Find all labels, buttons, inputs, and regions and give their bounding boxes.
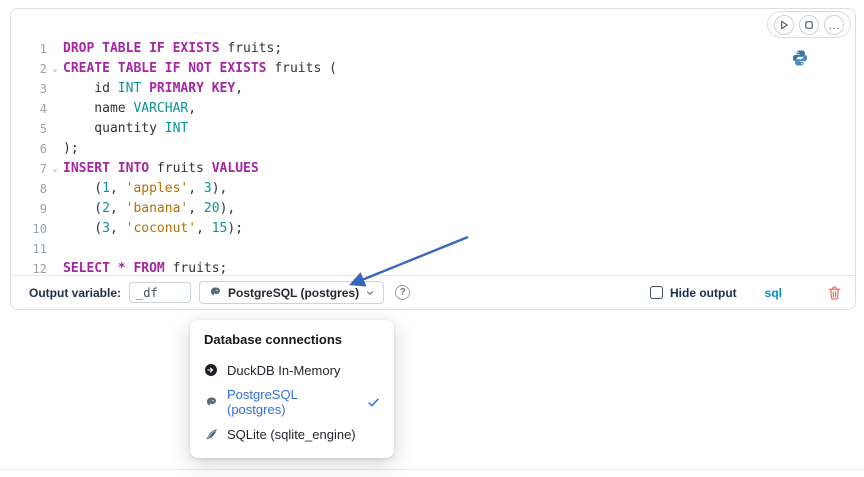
fold-spacer	[47, 219, 63, 239]
fold-spacer	[47, 99, 63, 119]
line-number: 9	[39, 202, 47, 216]
code-text: );	[63, 141, 79, 156]
more-options-button[interactable]: …	[824, 14, 844, 35]
code-text: CREATE TABLE IF NOT EXISTS fruits (	[63, 61, 337, 76]
code-line: 12 SELECT * FROM fruits;	[11, 259, 855, 275]
line-number: 3	[39, 82, 47, 96]
menu-title: Database connections	[204, 332, 342, 347]
code-text: id INT PRIMARY KEY,	[63, 81, 244, 96]
stop-button[interactable]	[799, 14, 819, 35]
python-logo-icon	[792, 50, 808, 66]
fold-spacer	[47, 139, 63, 159]
footer-right-group: Hide output sql	[650, 286, 841, 300]
chevron-down-icon	[367, 290, 374, 295]
duckdb-icon	[205, 364, 217, 376]
code-line: 1 DROP TABLE IF EXISTS fruits;	[11, 39, 855, 59]
cell-actions-toolbar: …	[767, 11, 851, 38]
code-line: 10 (3, 'coconut', 15);	[11, 219, 855, 239]
code-text: name VARCHAR,	[63, 101, 197, 116]
line-number: 10	[32, 222, 47, 236]
fold-spacer	[47, 39, 63, 59]
code-line: 4 name VARCHAR,	[11, 99, 855, 119]
code-line: 7 ⌄ INSERT INTO fruits VALUES	[11, 159, 855, 179]
connection-value: PostgreSQL (postgres)	[228, 285, 360, 300]
code-lines: 1 DROP TABLE IF EXISTS fruits; 2 ⌄ CREATE TA…	[11, 39, 855, 275]
code-line: 11	[11, 239, 855, 259]
code-editor[interactable]: 1 DROP TABLE IF EXISTS fruits; 2 ⌄ CREATE TA…	[11, 39, 855, 275]
code-line: 6);	[11, 139, 855, 159]
trash-icon	[828, 286, 841, 300]
database-connection-select[interactable]: PostgreSQL (postgres)	[199, 281, 385, 304]
ellipsis-icon: …	[828, 17, 840, 32]
code-text: SELECT * FROM fruits;	[63, 261, 228, 275]
code-text: INSERT INTO fruits VALUES	[63, 161, 259, 176]
postgres-icon	[206, 397, 216, 405]
language-label[interactable]: sql	[764, 285, 782, 300]
code-line: 9 (2, 'banana', 20),	[11, 199, 855, 219]
cell-footer: Output variable: PostgreSQL (postgres) ?…	[11, 275, 855, 309]
sql-code-cell: … 1 DROP TABLE IF EXISTS fruits; 2 ⌄ CREATE …	[10, 8, 856, 310]
menu-item-duckdb[interactable]: DuckDB In-Memory	[190, 354, 394, 386]
postgres-icon	[208, 286, 222, 299]
line-number: 6	[39, 142, 47, 156]
line-number: 11	[32, 242, 47, 256]
line-number: 2	[39, 62, 47, 76]
delete-cell-button[interactable]	[828, 286, 841, 300]
code-line: 8 (1, 'apples', 3),	[11, 179, 855, 199]
menu-item-label: PostgreSQL (postgres)	[227, 387, 298, 417]
fold-chevron-icon[interactable]: ⌄	[52, 64, 58, 74]
line-number: 5	[39, 122, 47, 136]
hide-output-checkbox[interactable]	[650, 286, 663, 299]
fold-spacer	[47, 199, 63, 219]
code-line: 5 quantity INT	[11, 119, 855, 139]
python-icon[interactable]	[791, 49, 809, 67]
fold-spacer	[47, 179, 63, 199]
play-icon	[781, 20, 788, 29]
sqlite-icon	[206, 428, 217, 439]
fold-spacer	[47, 79, 63, 99]
page-divider	[0, 469, 864, 470]
fold-chevron-icon[interactable]: ⌄	[52, 164, 58, 174]
line-number: 7	[39, 162, 47, 176]
code-text: quantity INT	[63, 121, 189, 136]
help-icon[interactable]: ?	[395, 285, 411, 300]
code-text: (2, 'banana', 20),	[63, 201, 236, 216]
output-variable-input[interactable]	[129, 282, 192, 303]
menu-item-postgresql[interactable]: PostgreSQL (postgres)	[190, 386, 394, 418]
code-text: (3, 'coconut', 15);	[63, 221, 244, 236]
line-number: 4	[39, 102, 47, 116]
menu-item-sqlite[interactable]: SQLite (sqlite_engine)	[190, 418, 394, 450]
code-text: (1, 'apples', 3),	[63, 181, 228, 196]
code-line: 2 ⌄ CREATE TABLE IF NOT EXISTS fruits (	[11, 59, 855, 79]
output-variable-label: Output variable:	[29, 285, 122, 300]
menu-item-label: SQLite (sqlite_engine)	[227, 426, 356, 442]
code-text: DROP TABLE IF EXISTS fruits;	[63, 41, 283, 56]
database-connections-menu: Database connections DuckDB In-Memory Po…	[190, 320, 394, 458]
code-line: 3 id INT PRIMARY KEY,	[11, 79, 855, 99]
database-connections-list: DuckDB In-Memory PostgreSQL (postgres) S…	[190, 354, 394, 450]
selected-check	[367, 396, 380, 409]
fold-spacer	[47, 239, 63, 259]
line-number: 12	[32, 262, 47, 275]
check-icon	[368, 398, 379, 406]
hide-output-label[interactable]: Hide output	[670, 285, 737, 300]
line-number: 8	[39, 182, 47, 196]
run-button[interactable]	[774, 14, 794, 35]
fold-spacer	[47, 119, 63, 139]
fold-spacer	[47, 259, 63, 275]
line-number: 1	[39, 42, 47, 56]
menu-item-label: DuckDB In-Memory	[227, 362, 341, 378]
square-icon	[805, 20, 813, 29]
